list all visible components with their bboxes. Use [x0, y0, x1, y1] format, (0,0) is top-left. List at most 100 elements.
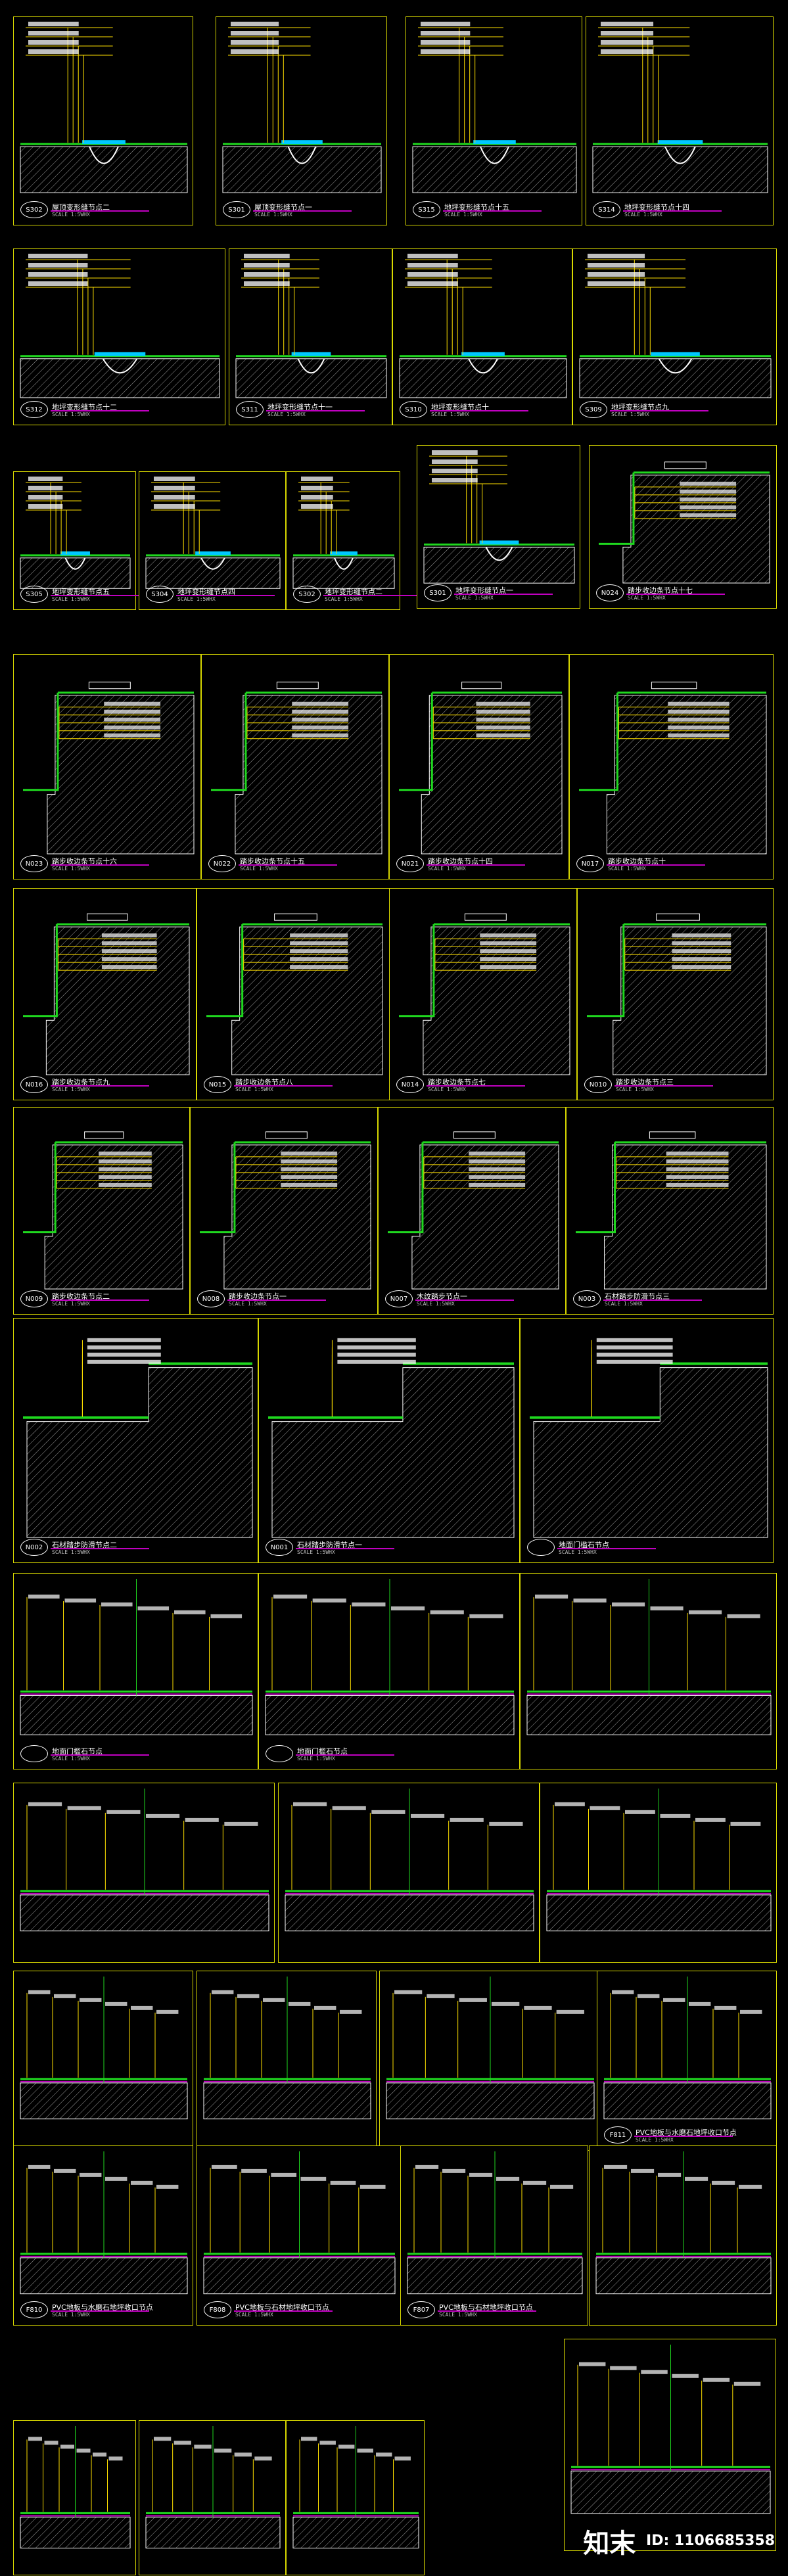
detail-drawing — [20, 1977, 188, 2120]
detail-title: 地面门槛石节点 — [52, 1747, 103, 1756]
detail-code: N023 — [20, 855, 48, 872]
detail-drawing — [23, 682, 195, 855]
detail-title: PVC地板与水磨石地坪收口节点 — [636, 2128, 737, 2137]
detail-drawing — [23, 1131, 183, 1290]
detail-code: N007 — [385, 1290, 413, 1307]
detail-scale: SCALE 1:5WHX — [325, 596, 363, 602]
detail-title: 地坪变形缝节点五 — [52, 588, 110, 596]
detail-drawing — [599, 461, 770, 584]
title-underline — [51, 864, 149, 866]
detail-panel: N023 踏步收边条节点十六 SCALE 1:5WHX — [13, 654, 201, 879]
detail-panel — [540, 1783, 777, 1963]
detail-scale: SCALE 1:5WHX — [52, 2312, 90, 2318]
detail-panel: N003 石材踏步防滑节点三 SCALE 1:5WHX — [566, 1107, 774, 1315]
title-underline — [176, 595, 275, 596]
detail-panel — [13, 2420, 136, 2575]
detail-panel: S301 屋顶变形缝节点一 SCALE 1:5WHX — [216, 16, 387, 225]
detail-scale: SCALE 1:5WHX — [611, 411, 649, 417]
detail-panel: F810 PVC地板与水磨石地坪收口节点 SCALE 1:5WHX — [13, 2145, 193, 2326]
title-underline — [227, 1300, 326, 1301]
detail-code — [20, 1745, 48, 1762]
detail-code: S315 — [413, 201, 440, 218]
detail-drawing — [423, 450, 575, 584]
detail-drawing — [386, 1977, 595, 2120]
detail-code: S302 — [293, 586, 321, 603]
detail-panel: N022 踏步收边条节点十五 SCALE 1:5WHX — [201, 654, 389, 879]
detail-code: N016 — [20, 1076, 48, 1093]
detail-title: 踏步收边条节点二 — [52, 1292, 110, 1301]
detail-scale: SCALE 1:5WHX — [297, 1549, 335, 1555]
detail-drawing — [595, 2151, 772, 2295]
detail-title: 石材踏步防滑节点二 — [52, 1541, 117, 1549]
detail-scale: SCALE 1:5WHX — [559, 1549, 597, 1555]
detail-code: N024 — [596, 584, 624, 601]
detail-code: N003 — [573, 1290, 601, 1307]
detail-drawing — [145, 2426, 281, 2549]
title-underline — [454, 594, 553, 595]
detail-code: N014 — [396, 1076, 424, 1093]
detail-title: 踏步收边条节点十七 — [628, 586, 693, 595]
detail-panel: N021 踏步收边条节点十四 SCALE 1:5WHX — [389, 654, 569, 879]
detail-code: S311 — [236, 401, 264, 418]
detail-title: 木纹踏步节点一 — [417, 1292, 467, 1301]
detail-drawing — [592, 22, 768, 193]
detail-title: 地坪变形缝节点二 — [325, 588, 382, 596]
detail-title: 地坪变形缝节点十一 — [267, 403, 333, 411]
detail-panel: N024 踏步收边条节点十七 SCALE 1:5WHX — [589, 445, 777, 609]
detail-title: 地坪变形缝节点十 — [431, 403, 489, 411]
detail-code: N010 — [584, 1076, 612, 1093]
detail-drawing — [603, 1977, 772, 2120]
detail-drawing — [587, 913, 767, 1075]
detail-code: F808 — [204, 2301, 231, 2318]
detail-panel: S302 屋顶变形缝节点二 SCALE 1:5WHX — [13, 16, 193, 225]
detail-drawing — [570, 2345, 771, 2514]
detail-code: N015 — [204, 1076, 231, 1093]
detail-code: S309 — [580, 401, 607, 418]
detail-title: 踏步收边条节点一 — [229, 1292, 287, 1301]
detail-drawing — [285, 1789, 534, 1932]
detail-code: S314 — [593, 201, 620, 218]
detail-code: S310 — [400, 401, 427, 418]
title-underline — [266, 410, 365, 411]
detail-panel — [520, 1573, 777, 1769]
detail-drawing — [23, 913, 190, 1075]
detail-panel — [197, 1971, 377, 2151]
detail-scale: SCALE 1:5WHX — [616, 1087, 654, 1092]
watermark-id: ID: 1106685358 — [646, 2533, 775, 2549]
detail-drawing — [530, 1338, 768, 1538]
detail-drawing — [206, 913, 383, 1075]
detail-title: 踏步收边条节点十六 — [52, 857, 117, 866]
detail-title: 地坪变形缝节点十五 — [444, 203, 509, 212]
title-underline — [438, 2310, 536, 2312]
detail-code: N001 — [266, 1539, 293, 1556]
detail-title: 地坪变形缝节点十四 — [624, 203, 689, 212]
detail-scale: SCALE 1:5WHX — [605, 1301, 643, 1307]
detail-drawing — [222, 22, 382, 193]
detail-code: S305 — [20, 586, 48, 603]
detail-panel: 地面门槛石节点 SCALE 1:5WHX — [13, 1573, 258, 1769]
detail-panel: S311 地坪变形缝节点十一 SCALE 1:5WHX — [229, 248, 392, 425]
title-underline — [443, 210, 542, 212]
detail-panel: N002 石材踏步防滑节点二 SCALE 1:5WHX — [13, 1318, 258, 1563]
detail-title: 踏步收边条节点九 — [52, 1078, 110, 1087]
detail-code: N017 — [576, 855, 604, 872]
detail-panel: N014 踏步收边条节点七 SCALE 1:5WHX — [389, 888, 577, 1100]
detail-panel: F811 PVC地板与水磨石地坪收口节点 SCALE 1:5WHX — [597, 1971, 777, 2151]
title-underline — [607, 864, 705, 866]
detail-code: S304 — [146, 586, 174, 603]
detail-scale: SCALE 1:5WHX — [52, 411, 90, 417]
detail-panel: F808 PVC地板与石材地坪收口节点 SCALE 1:5WHX — [197, 2145, 401, 2326]
title-underline — [234, 1085, 333, 1087]
title-underline — [610, 410, 708, 411]
detail-scale: SCALE 1:5WHX — [52, 1301, 90, 1307]
detail-drawing — [388, 1131, 559, 1290]
detail-panel: 地面门槛石节点 SCALE 1:5WHX — [258, 1573, 520, 1769]
detail-title: 地坪变形缝节点一 — [455, 586, 513, 595]
detail-panel — [564, 2339, 776, 2551]
detail-title: 地坪变形缝节点四 — [177, 588, 235, 596]
title-underline — [239, 864, 337, 866]
detail-panel: N010 踏步收边条节点三 SCALE 1:5WHX — [577, 888, 774, 1100]
detail-drawing — [20, 1579, 253, 1735]
detail-scale: SCALE 1:5WHX — [455, 595, 494, 601]
